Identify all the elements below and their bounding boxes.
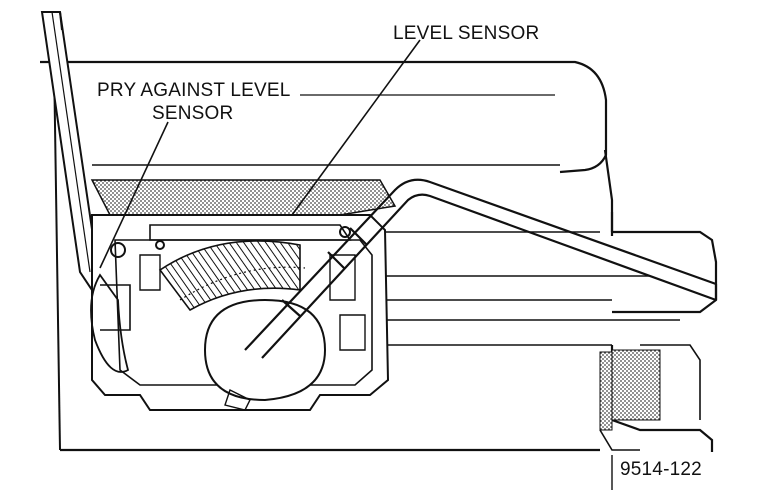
shaded-band — [90, 179, 397, 216]
pry-against-label-line2: SENSOR — [152, 103, 234, 124]
leader-pry — [99, 121, 169, 269]
leader-level-sensor — [291, 39, 421, 216]
shaded-band-right — [599, 351, 613, 431]
pry-against-label-line1: PRY AGAINST LEVEL — [97, 80, 291, 101]
figure-number: 9514-122 — [620, 459, 702, 480]
pry-bar — [40, 11, 100, 293]
level-sensor-label: LEVEL SENSOR — [393, 23, 540, 44]
filler-tube — [244, 178, 718, 359]
housing-body — [40, 59, 718, 452]
leader-lines — [99, 39, 613, 490]
shaded-band-lower-right — [611, 349, 661, 421]
level-sensor-assembly — [90, 214, 390, 411]
